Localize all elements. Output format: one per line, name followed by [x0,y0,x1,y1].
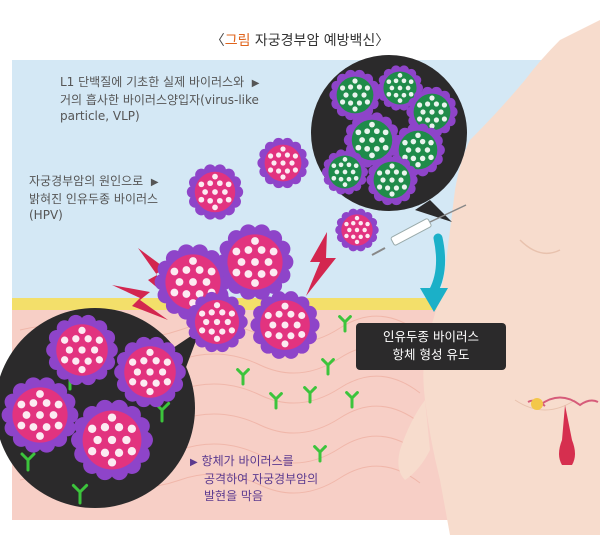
antibody-label-line1: 항체가 바이러스를 [201,454,294,468]
lightning-icon [306,232,336,296]
callout-line1: 인유두종 바이러스 [383,329,479,344]
uterus-icon [527,396,599,465]
antibody-induction-callout: 인유두종 바이러스 항체 형성 유도 [356,323,506,370]
title-figure-label: 그림 [224,33,251,49]
virus-icon [154,244,232,320]
virus-icon [186,164,244,220]
antibody-icon [321,358,335,376]
antibody-label-line2: 공격하여 자궁경부암의 [204,472,319,486]
vlp-label-line2: 거의 흡사한 바이러스양입자(virus-like [60,93,259,107]
title-open-bracket: 〈 [210,33,225,49]
antibody-label-line3: 발현을 막음 [204,489,264,503]
figure-title: 〈그림 자궁경부암 예방백신〉 [0,30,600,50]
antibody-icon [71,483,89,505]
antibody-icon [269,392,283,410]
callout-line2: 항체 형성 유도 [392,347,470,362]
vlp-particle-icon [321,149,369,195]
virus-icon [186,291,248,353]
down-arrow-icon [420,233,448,312]
antibody-icon [236,368,250,386]
vlp-label: L1 단백질에 기초한 실제 바이러스와 ▶ 거의 흡사한 바이러스양입자(vi… [60,74,259,124]
vlp-label-line1: L1 단백질에 기초한 실제 바이러스와 [60,75,245,89]
antibody-icon [313,445,327,463]
vlp-particle-icon [376,65,424,111]
virus-icon [114,336,186,408]
title-text: 자궁경부암 예방백신 [254,33,376,49]
virus-icon [46,314,118,386]
antibody-icon [338,315,352,333]
virus-group [1,65,458,481]
antibody-icon [303,386,317,404]
vlp-particle-icon [329,69,381,121]
antibody-action-label: ▶ 항체가 바이러스를 공격하여 자궁경부암의 발현을 막음 [190,453,318,505]
vlp-particle-icon [366,154,418,206]
pointer-arrow-icon: ▶ [190,457,198,468]
pointer-arrow-icon: ▶ [251,78,260,89]
body-silhouette [398,20,600,535]
virus-icon [250,291,320,359]
antibody-icon [20,452,36,472]
hpv-label: 자궁경부암의 원인으로 ▶ 밝혀진 인유두종 바이러스 (HPV) [29,173,159,223]
virus-icon [335,208,379,252]
virus-icon [1,377,79,453]
lightning-icon [112,285,168,320]
virus-icon [257,137,309,189]
title-close-bracket: 〉 [375,33,390,49]
hpv-label-line1: 자궁경부암의 원인으로 [29,174,144,188]
antibody-icon [345,391,359,409]
pointer-arrow-icon: ▶ [150,177,159,188]
hpv-label-line2: 밝혀진 인유두종 바이러스 [29,192,159,206]
syringe-icon [371,204,467,256]
vlp-label-line3: particle, VLP) [60,109,140,123]
hpv-label-line3: (HPV) [29,208,63,222]
virus-icon [216,224,294,300]
virus-icon [71,399,153,481]
